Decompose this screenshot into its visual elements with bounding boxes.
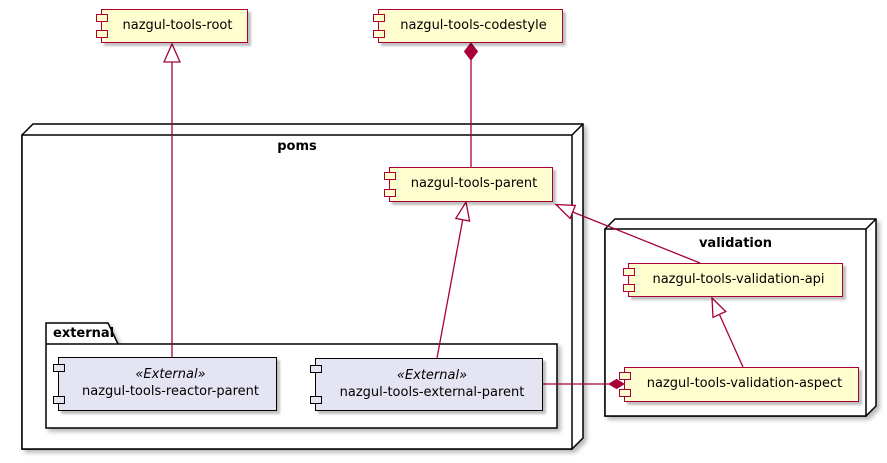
generalization-arrowhead [554,203,577,220]
component-stereotype: «External» [396,367,468,383]
component-label: nazgul-tools-validation-aspect [646,376,843,392]
component-port-icon [383,189,396,197]
component-nazgul-tools-parent: nazgul-tools-parent [383,167,553,202]
component-port-icon [383,172,396,180]
component-label: nazgul-tools-reactor-parent [82,384,259,399]
edge-external-parent-to-validation-aspect [543,378,625,390]
component-port-icon [309,396,322,404]
component-port-icon [372,14,385,22]
edge-reactor-parent-to-root [162,42,182,357]
component-label: nazgul-tools-validation-api [652,271,825,287]
component-nazgul-tools-validation-aspect: nazgul-tools-validation-aspect [618,367,859,402]
edge-external-parent-to-parent [436,200,471,359]
edge-validation-aspect-to-validation-api [711,296,744,368]
component-label: nazgul-tools-root [122,17,233,33]
validation-node-label: validation [698,236,773,251]
component-nazgul-tools-codestyle: nazgul-tools-codestyle [372,9,563,43]
external-folder-label: external [53,326,115,341]
component-label: nazgul-tools-parent [410,176,538,192]
component-nazgul-tools-root: nazgul-tools-root [95,9,248,43]
component-stereotype: «External» [135,367,206,383]
component-port-icon [622,284,635,292]
generalization-arrowhead [711,296,727,319]
component-port-icon [618,372,631,380]
composition-diamond [608,378,625,390]
edge-validation-api-to-parent [554,203,701,264]
component-label: nazgul-tools-codestyle [400,17,547,33]
component-nazgul-tools-reactor-parent: «External» nazgul-tools-reactor-parent [52,357,277,411]
component-port-icon [52,364,65,372]
poms-node-label: poms [277,139,317,154]
component-port-icon [309,365,322,373]
generalization-arrowhead [162,42,182,63]
component-port-icon [95,14,108,22]
component-port-icon [52,396,65,404]
component-label: nazgul-tools-external-parent [339,384,525,400]
composition-diamond [463,42,479,61]
component-nazgul-tools-external-parent: «External» nazgul-tools-external-parent [309,358,543,411]
component-port-icon [622,268,635,276]
component-port-icon [95,30,108,38]
component-port-icon [618,389,631,397]
component-port-icon [372,30,385,38]
generalization-arrowhead [454,200,471,222]
edge-parent-to-codestyle [463,42,479,167]
component-nazgul-tools-validation-api: nazgul-tools-validation-api [622,263,843,297]
